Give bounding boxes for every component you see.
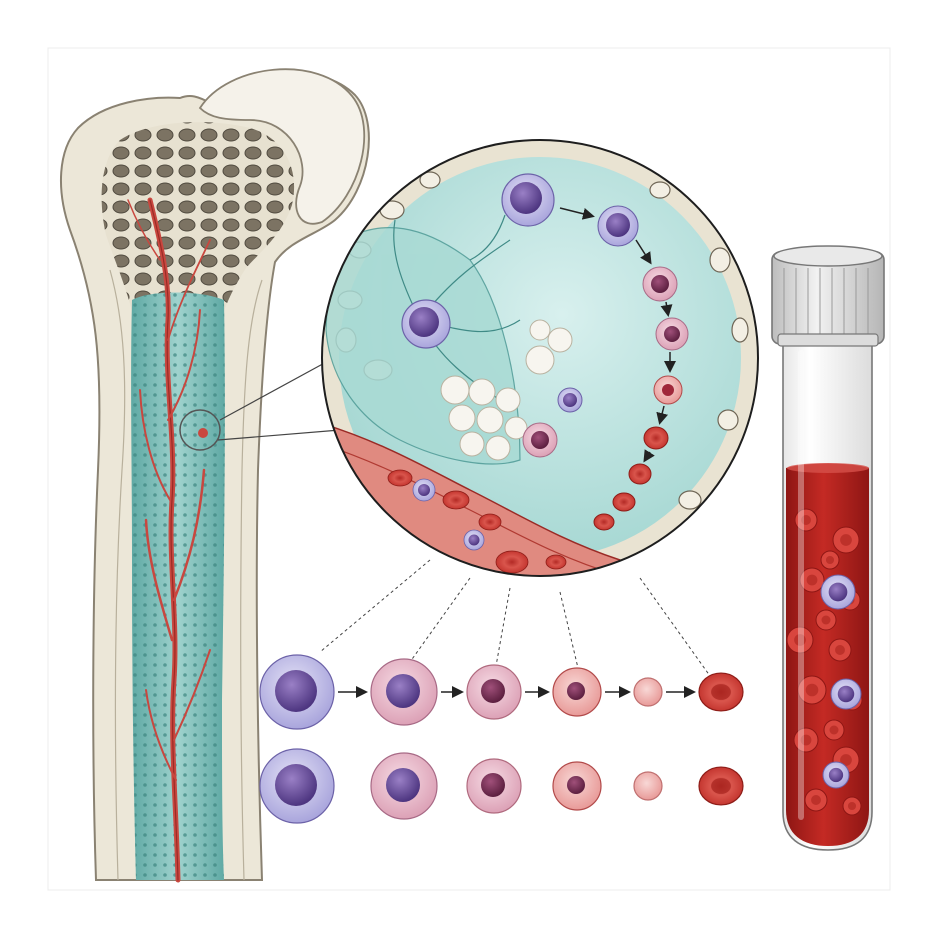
- tube-red-blood-cell: [794, 508, 818, 532]
- proerythroblast-cell: [370, 752, 438, 820]
- tube-red-blood-cell: [842, 796, 862, 816]
- maturation-row-bottom: [259, 748, 744, 824]
- red-blood-cell: [698, 672, 744, 712]
- path-stem-nucleus: [510, 182, 542, 214]
- tube-white-blood-cell: [820, 574, 856, 610]
- vessel-inner-wall: [322, 439, 621, 576]
- magnified-marrow-circle: [321, 139, 759, 577]
- maturation-row-top: [259, 654, 744, 730]
- tube-blood-cells: [786, 508, 863, 816]
- stromal-stem-nucleus: [409, 307, 439, 337]
- circle-border: [321, 139, 759, 577]
- femoral-head: [198, 68, 366, 225]
- cortex-line-right: [240, 279, 263, 881]
- tube-white-blood-cell: [822, 761, 850, 789]
- path-cell-3-nucleus: [651, 275, 669, 293]
- path-cell-6: [643, 426, 669, 450]
- path-cell-4-nucleus: [664, 326, 680, 342]
- zoom-leader-top: [219, 359, 331, 421]
- path-arrows: [559, 207, 676, 463]
- reticulocyte-cell: [633, 677, 663, 707]
- red-blood-cell: [698, 766, 744, 806]
- tube-red-blood-cell: [804, 788, 828, 812]
- hematopoietic-stem-cell: [259, 654, 335, 730]
- tube-white-blood-cell: [830, 678, 862, 710]
- tube-red-blood-cell: [828, 638, 852, 662]
- tube-red-blood-cell: [786, 626, 814, 654]
- path-cell-7: [628, 463, 652, 485]
- tube-red-blood-cell: [832, 526, 860, 554]
- tube-cap-top: [773, 245, 883, 267]
- frame-border: [47, 47, 891, 891]
- tube-red-blood-cell: [815, 609, 837, 631]
- tube-cap-ridges: [783, 268, 869, 338]
- tube-red-blood-cell: [823, 719, 845, 741]
- normoblast-cell: [552, 761, 602, 811]
- spongy-bone: [101, 122, 295, 340]
- tube-red-blood-cell: [797, 675, 827, 705]
- circle-maturation-path: [501, 173, 689, 531]
- blood-test-tube: [771, 245, 885, 851]
- zoom-leader-bottom: [217, 429, 341, 441]
- adipocyte-cluster: [440, 319, 573, 461]
- erythroblast-cell: [466, 758, 522, 814]
- tube-red-blood-cell: [799, 567, 825, 593]
- tube-red-blood-cell: [793, 727, 819, 753]
- femur-bone: [60, 68, 370, 883]
- vessel-cells: [387, 469, 567, 574]
- path-cell-2-nucleus: [606, 213, 630, 237]
- cortex-line-left: [109, 269, 126, 881]
- progenitor-nucleus: [531, 431, 549, 449]
- hematopoietic-stem-cell: [259, 748, 335, 824]
- normoblast-cell: [552, 667, 602, 717]
- path-cell-5-nucleus: [662, 384, 674, 396]
- zoom-origin-cell: [198, 428, 208, 438]
- tube-red-blood-cell: [820, 550, 840, 570]
- tube-cap-rim: [777, 333, 879, 347]
- path-cell-9: [593, 513, 615, 531]
- path-cell-8: [612, 492, 636, 512]
- tube-highlight: [798, 350, 804, 820]
- small-progenitor-nucleus: [563, 393, 577, 407]
- erythroblast-cell: [466, 664, 522, 720]
- reticulocyte-cell: [633, 771, 663, 801]
- blood-vessels: [127, 197, 211, 883]
- blood-meniscus: [787, 463, 869, 473]
- proerythroblast-cell: [370, 658, 438, 726]
- stage-connectors: [319, 559, 711, 677]
- zoom-origin-circle: [179, 409, 221, 451]
